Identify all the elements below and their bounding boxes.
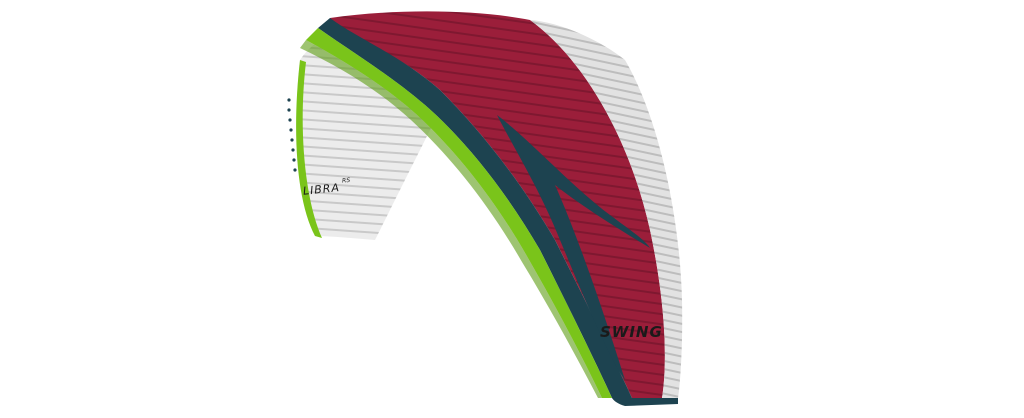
left-wingtip-edge — [287, 60, 322, 238]
leading-edge-dark-band — [318, 18, 632, 398]
trailing-edge — [530, 20, 683, 398]
model-logo-superscript: RS — [342, 177, 351, 185]
wing-swoosh-graphic — [497, 115, 678, 406]
wing-top-surface — [330, 11, 665, 398]
model-logo-text: LIBRA — [302, 181, 340, 198]
model-logo: LIBRA RS — [302, 177, 351, 198]
brand-logo: SWING — [600, 323, 663, 341]
brand-logo-text: SWING — [600, 323, 663, 341]
